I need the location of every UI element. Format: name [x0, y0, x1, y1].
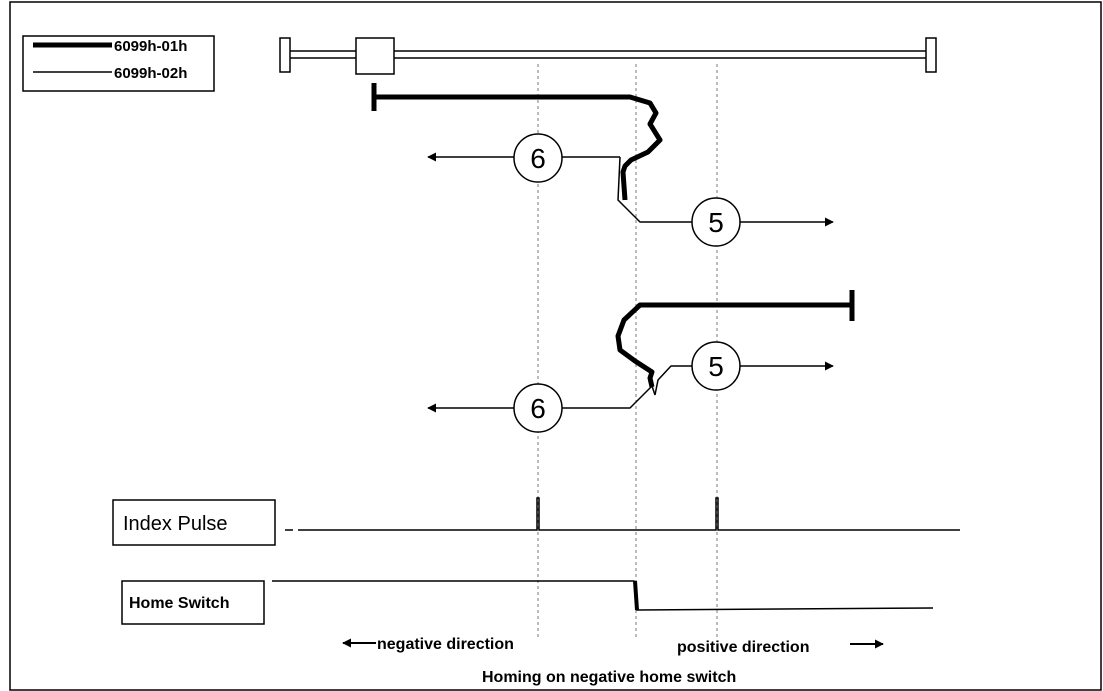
rail-right-endstop [925, 37, 937, 73]
circle-method-6-upper [513, 133, 563, 183]
index-pulse-signal: Index Pulse [112, 497, 960, 546]
guide-lines [537, 64, 718, 638]
legend-thin-label: 6099h-02h [114, 65, 187, 82]
rail [279, 37, 937, 75]
home-switch-waveform [272, 580, 934, 611]
diagram-caption: Homing on negative home switch [482, 669, 736, 686]
circle-label-5-lower: 5 [708, 351, 724, 382]
circle-method-5-lower [691, 341, 741, 391]
negative-direction-label: negative direction [377, 636, 514, 653]
lower-trajectory [427, 290, 855, 413]
lower-thick-path [615, 302, 852, 388]
circle-method-6-lower [513, 383, 563, 433]
outer-frame [9, 1, 1102, 691]
carriage [355, 37, 395, 75]
index-pulse-label: Index Pulse [123, 513, 228, 535]
lower-thin-path-5 [654, 361, 834, 396]
legend-box [22, 35, 215, 92]
upper-trajectory [371, 83, 834, 227]
direction-labels: negative direction positive direction [342, 636, 884, 656]
circle-method-5-upper [691, 197, 741, 247]
index-pulse-label-box [112, 499, 276, 546]
legend-thick-label: 6099h-01h [114, 38, 187, 55]
circle-label-6-upper: 6 [530, 143, 546, 174]
upper-thick-path [374, 94, 663, 201]
legend: 6099h-01h 6099h-02h [22, 35, 215, 92]
circle-label-5-upper: 5 [708, 207, 724, 238]
index-pulse-waveform [298, 497, 960, 531]
rail-left-endstop [279, 37, 291, 73]
circle-label-6-lower: 6 [530, 393, 546, 424]
home-switch-label: Home Switch [129, 595, 229, 612]
home-switch-edge-bold [633, 580, 639, 611]
home-switch-label-box [121, 580, 265, 625]
method-circles: 6 5 5 6 [513, 133, 741, 433]
home-switch-signal: Home Switch [121, 580, 934, 625]
positive-direction-label: positive direction [677, 639, 809, 656]
